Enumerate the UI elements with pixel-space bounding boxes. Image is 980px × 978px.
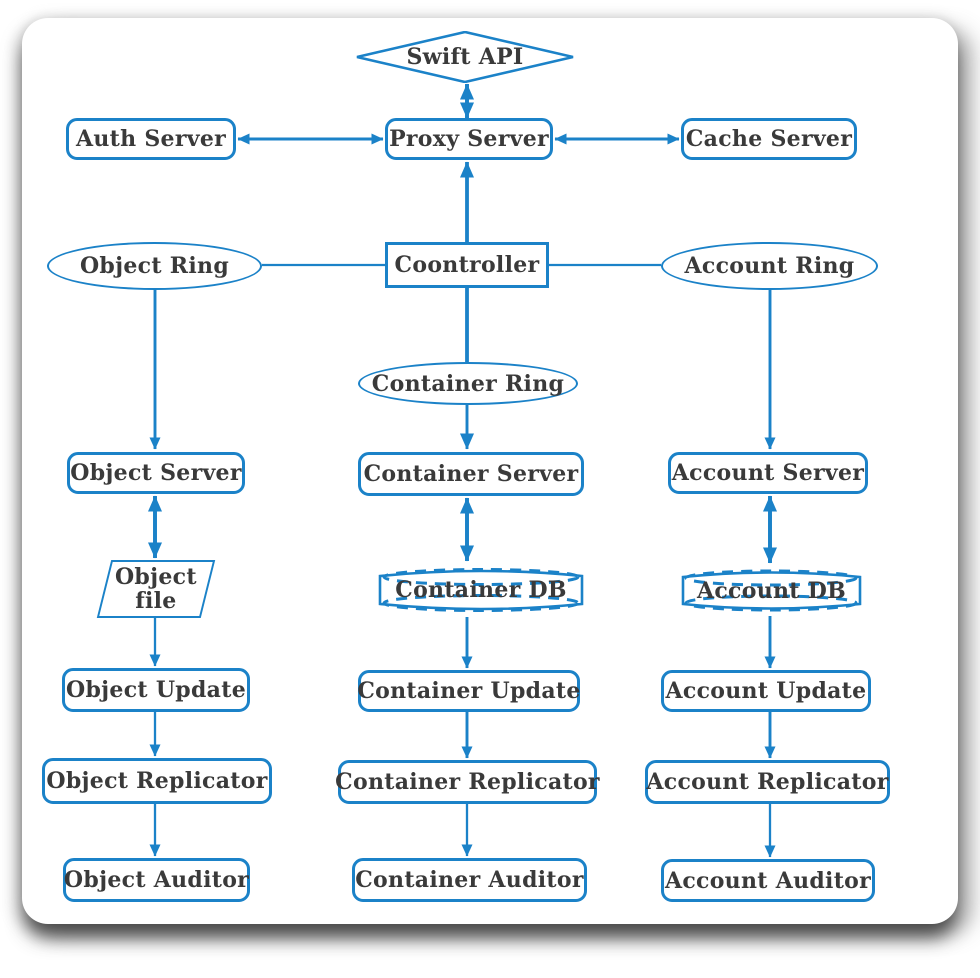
node-label: Object Update [66,677,246,703]
node-label-line2: file [135,588,177,614]
node-label: Container DB [395,577,567,603]
node-object-replicator: Object Replicator [42,758,272,804]
node-container-db: Container DB [377,563,585,617]
node-container-server: Container Server [358,452,584,496]
node-label: Container Ring [371,370,565,397]
node-object-auditor: Object Auditor [63,858,250,902]
diagram-canvas: Swift API Auth Server Proxy Server Cache… [22,18,958,924]
node-account-server: Account Server [668,452,868,494]
node-account-auditor: Account Auditor [661,859,875,902]
node-label: Cache Server [685,126,853,152]
node-label: Object Server [70,460,242,486]
node-label: Swift API [406,44,524,70]
node-label: Container Auditor [355,867,584,893]
node-container-auditor: Container Auditor [352,858,587,902]
node-label: Object Auditor [63,867,250,893]
node-label: Account Ring [684,253,855,279]
node-label: Container Replicator [335,769,600,795]
node-cache-server: Cache Server [681,118,857,160]
node-account-db: Account DB [680,565,863,616]
node-account-replicator: Account Replicator [645,760,890,804]
cylinder-shape [378,568,584,612]
node-label: Object Replicator [46,768,268,794]
node-label: Container Server [363,461,579,487]
cylinder-shape [681,569,862,612]
connector-lines [148,83,777,858]
node-label: Account Update [665,678,867,704]
node-object-ring: Object Ring [47,242,262,290]
node-account-ring: Account Ring [661,242,878,290]
node-account-update: Account Update [661,670,871,712]
node-label-line1: Object [115,563,197,590]
node-label: Account Auditor [664,867,872,894]
node-label: Proxy Server [389,126,549,152]
node-container-ring: Container Ring [358,362,578,405]
node-label: Account Server [671,460,865,486]
node-object-file: Object file [96,560,216,618]
node-controller: Coontroller [385,242,549,288]
node-object-server: Object Server [67,452,245,494]
node-label: Container Update [357,678,581,704]
node-label: Coontroller [394,252,540,278]
node-container-update: Container Update [357,670,581,712]
node-label: Account DB [696,577,847,604]
node-proxy-server: Proxy Server [385,118,553,160]
node-label: Account Replicator [646,769,889,795]
diamond-shape [356,31,574,83]
node-container-replicator: Container Replicator [335,760,600,804]
node-auth-server: Auth Server [66,118,236,160]
node-object-update: Object Update [62,668,250,712]
node-label: Object Ring [79,253,230,279]
node-label: Auth Server [75,126,227,152]
node-swift-api: Swift API [355,31,575,83]
